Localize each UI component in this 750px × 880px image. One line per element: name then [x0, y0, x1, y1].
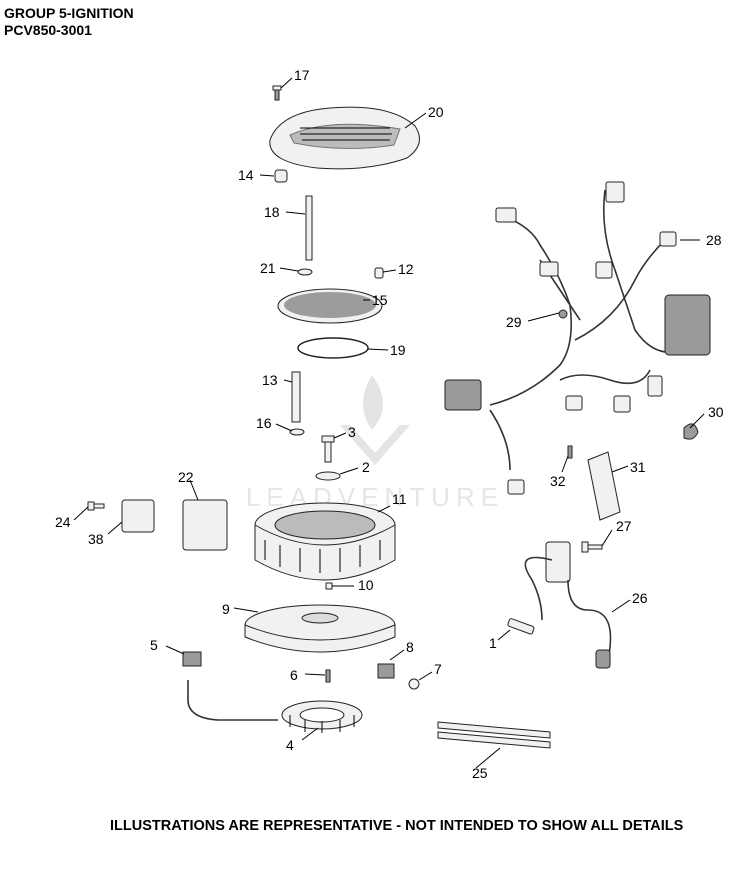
part-6-screw: [325, 669, 331, 683]
callout-22: 22: [178, 469, 194, 485]
callout-19: 19: [390, 342, 406, 358]
callout-30: 30: [708, 404, 724, 420]
callout-25: 25: [472, 765, 488, 781]
callout-5: 5: [150, 637, 158, 653]
part-18-stud: [305, 195, 313, 261]
callout-27: 27: [616, 518, 632, 534]
watermark-flame-icon: [363, 375, 383, 430]
callout-38: 38: [88, 531, 104, 547]
callout-3: 3: [348, 424, 356, 440]
part-5-bracket: [182, 651, 202, 667]
callout-labels: 17 20 14 18 21 12 15 19 13 16 3 2 22 11 …: [55, 67, 724, 781]
callout-14: 14: [238, 167, 254, 183]
part-17-screw: [272, 85, 282, 101]
part-29-screw: [558, 309, 568, 319]
part-19-gasket: [297, 337, 369, 359]
part-13-sleeve: [291, 371, 301, 423]
part-21-washer: [297, 268, 313, 276]
model-number: PCV850-3001: [4, 22, 92, 38]
watermark-v-icon: [340, 425, 410, 465]
callout-12: 12: [398, 261, 414, 277]
callout-2: 2: [362, 459, 370, 475]
part-30-clamp: [683, 423, 699, 440]
part-12-pin: [374, 267, 384, 279]
part-7-screw: [408, 678, 420, 690]
part-11-flywheel-fan: [254, 502, 396, 581]
part-3-bolt: [321, 435, 335, 463]
disclaimer-footer: ILLUSTRATIONS ARE REPRESENTATIVE - NOT I…: [110, 818, 684, 834]
callout-6: 6: [290, 667, 298, 683]
part-22-module: [182, 499, 228, 551]
callout-26: 26: [632, 590, 648, 606]
part-10-key: [325, 582, 333, 590]
callout-16: 16: [256, 415, 272, 431]
callout-15: 15: [372, 292, 388, 308]
callout-13: 13: [262, 372, 278, 388]
part-9-flywheel: [244, 604, 396, 653]
part-20-blower-cover: [269, 106, 420, 170]
part-16-washer: [289, 428, 305, 436]
part-15-screen: [277, 288, 383, 324]
part-31-ignition-module: [587, 451, 621, 521]
callout-17: 17: [294, 67, 310, 83]
callout-10: 10: [358, 577, 374, 593]
callout-9: 9: [222, 601, 230, 617]
callout-18: 18: [264, 204, 280, 220]
part-1-spark-plug: [507, 618, 535, 635]
callout-1: 1: [489, 635, 497, 651]
part-28-wiring-harness: [444, 181, 711, 495]
part-32-screw: [567, 445, 573, 459]
callout-28: 28: [706, 232, 722, 248]
callout-29: 29: [506, 314, 522, 330]
callout-4: 4: [286, 737, 294, 753]
callout-20: 20: [428, 104, 444, 120]
callout-11: 11: [392, 491, 407, 507]
callout-32: 32: [550, 473, 566, 489]
part-2-washer: [315, 471, 341, 481]
part-38-module: [121, 499, 155, 533]
part-26-ignition-coil: [524, 541, 612, 669]
part-8-sensor: [377, 663, 395, 679]
callout-8: 8: [406, 639, 414, 655]
callout-24: 24: [55, 514, 71, 530]
callout-21: 21: [260, 260, 276, 276]
part-27-screw: [581, 541, 603, 553]
part-25-tubes: [437, 721, 551, 749]
callout-7: 7: [434, 661, 442, 677]
group-title: GROUP 5-IGNITION: [4, 5, 134, 21]
leader-lines: [73, 77, 705, 769]
callout-31: 31: [630, 459, 646, 475]
part-14-spacer: [274, 169, 288, 183]
part-4-stator: [187, 680, 363, 733]
part-24-screw: [87, 501, 105, 511]
